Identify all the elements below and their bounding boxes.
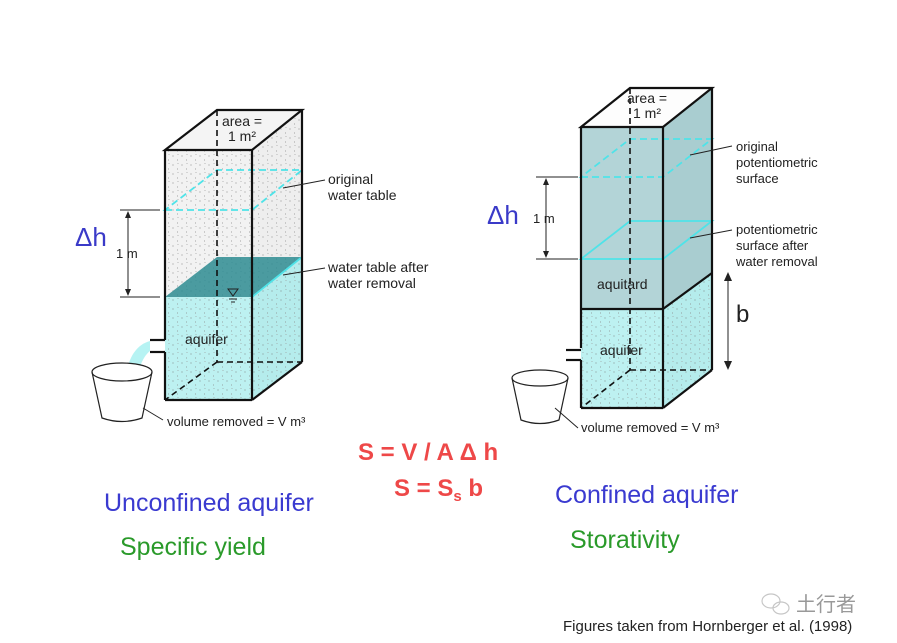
unconfined-aquifer-figure: area = 1 m² original water table water t…: [75, 108, 429, 429]
delta-h-label: Δh: [487, 200, 519, 230]
aquitard-front: [581, 127, 663, 309]
confined-aquifer-figure: area = 1 m² original potentiometric surf…: [487, 86, 818, 435]
volume-removed-label: volume removed = V m³: [581, 420, 720, 435]
original-surface-label-2: potentiometric: [736, 155, 818, 170]
water-table-after: [165, 257, 302, 297]
aquifer-label: aquifer: [600, 342, 643, 358]
after-water-table-label-2: water removal: [327, 275, 416, 291]
after-surface-label-3: water removal: [735, 254, 818, 269]
delta-h-dimension: [120, 209, 160, 298]
top-face: [165, 110, 302, 150]
height-label: 1 m: [116, 246, 138, 261]
storativity-formula: S = V / A Δ h: [358, 439, 498, 466]
height-label: 1 m: [533, 211, 555, 226]
after-water-table-label: water table after: [327, 259, 429, 275]
area-value: 1 m²: [228, 128, 256, 144]
aquifer-label: aquifer: [185, 331, 228, 347]
aquitard-label: aquitard: [597, 276, 648, 292]
formula-subscript: s: [453, 488, 461, 505]
unconfined-aquifer-title: Unconfined aquifer: [104, 489, 314, 517]
original-water-table-label: original: [328, 171, 373, 187]
water-table-symbol: [227, 288, 239, 303]
thickness-label: b: [736, 301, 749, 328]
original-water-table: [162, 169, 305, 211]
original-surface-label: original: [736, 139, 778, 154]
area-label: area =: [222, 113, 262, 129]
after-surface-label: potentiometric: [736, 222, 818, 237]
after-surface-label-2: surface after: [736, 238, 809, 253]
figure-credit: Figures taken from Hornberger et al. (19…: [563, 618, 852, 635]
delta-h-label: Δh: [75, 222, 107, 252]
area-value: 1 m²: [633, 105, 661, 121]
outlet-pipe: [566, 348, 581, 362]
volume-removed-label: volume removed = V m³: [167, 414, 306, 429]
delta-h-dimension: [536, 176, 578, 260]
watermark-text: 土行者: [796, 593, 856, 616]
specific-yield-label: Specific yield: [120, 533, 266, 561]
wechat-icon: [761, 593, 790, 615]
bucket-icon: [511, 369, 569, 425]
area-label: area =: [627, 90, 667, 106]
confined-aquifer-title: Confined aquifer: [555, 481, 738, 509]
bucket-icon: [91, 362, 153, 423]
thickness-b-arrow: [724, 272, 732, 370]
formula-main: S = S: [394, 475, 453, 502]
original-water-table-label-2: water table: [327, 187, 397, 203]
formula-end: b: [462, 475, 483, 502]
original-surface-label-3: surface: [736, 171, 779, 186]
storativity-label: Storativity: [570, 526, 680, 554]
specific-storage-formula: S = Ss b: [394, 475, 483, 505]
